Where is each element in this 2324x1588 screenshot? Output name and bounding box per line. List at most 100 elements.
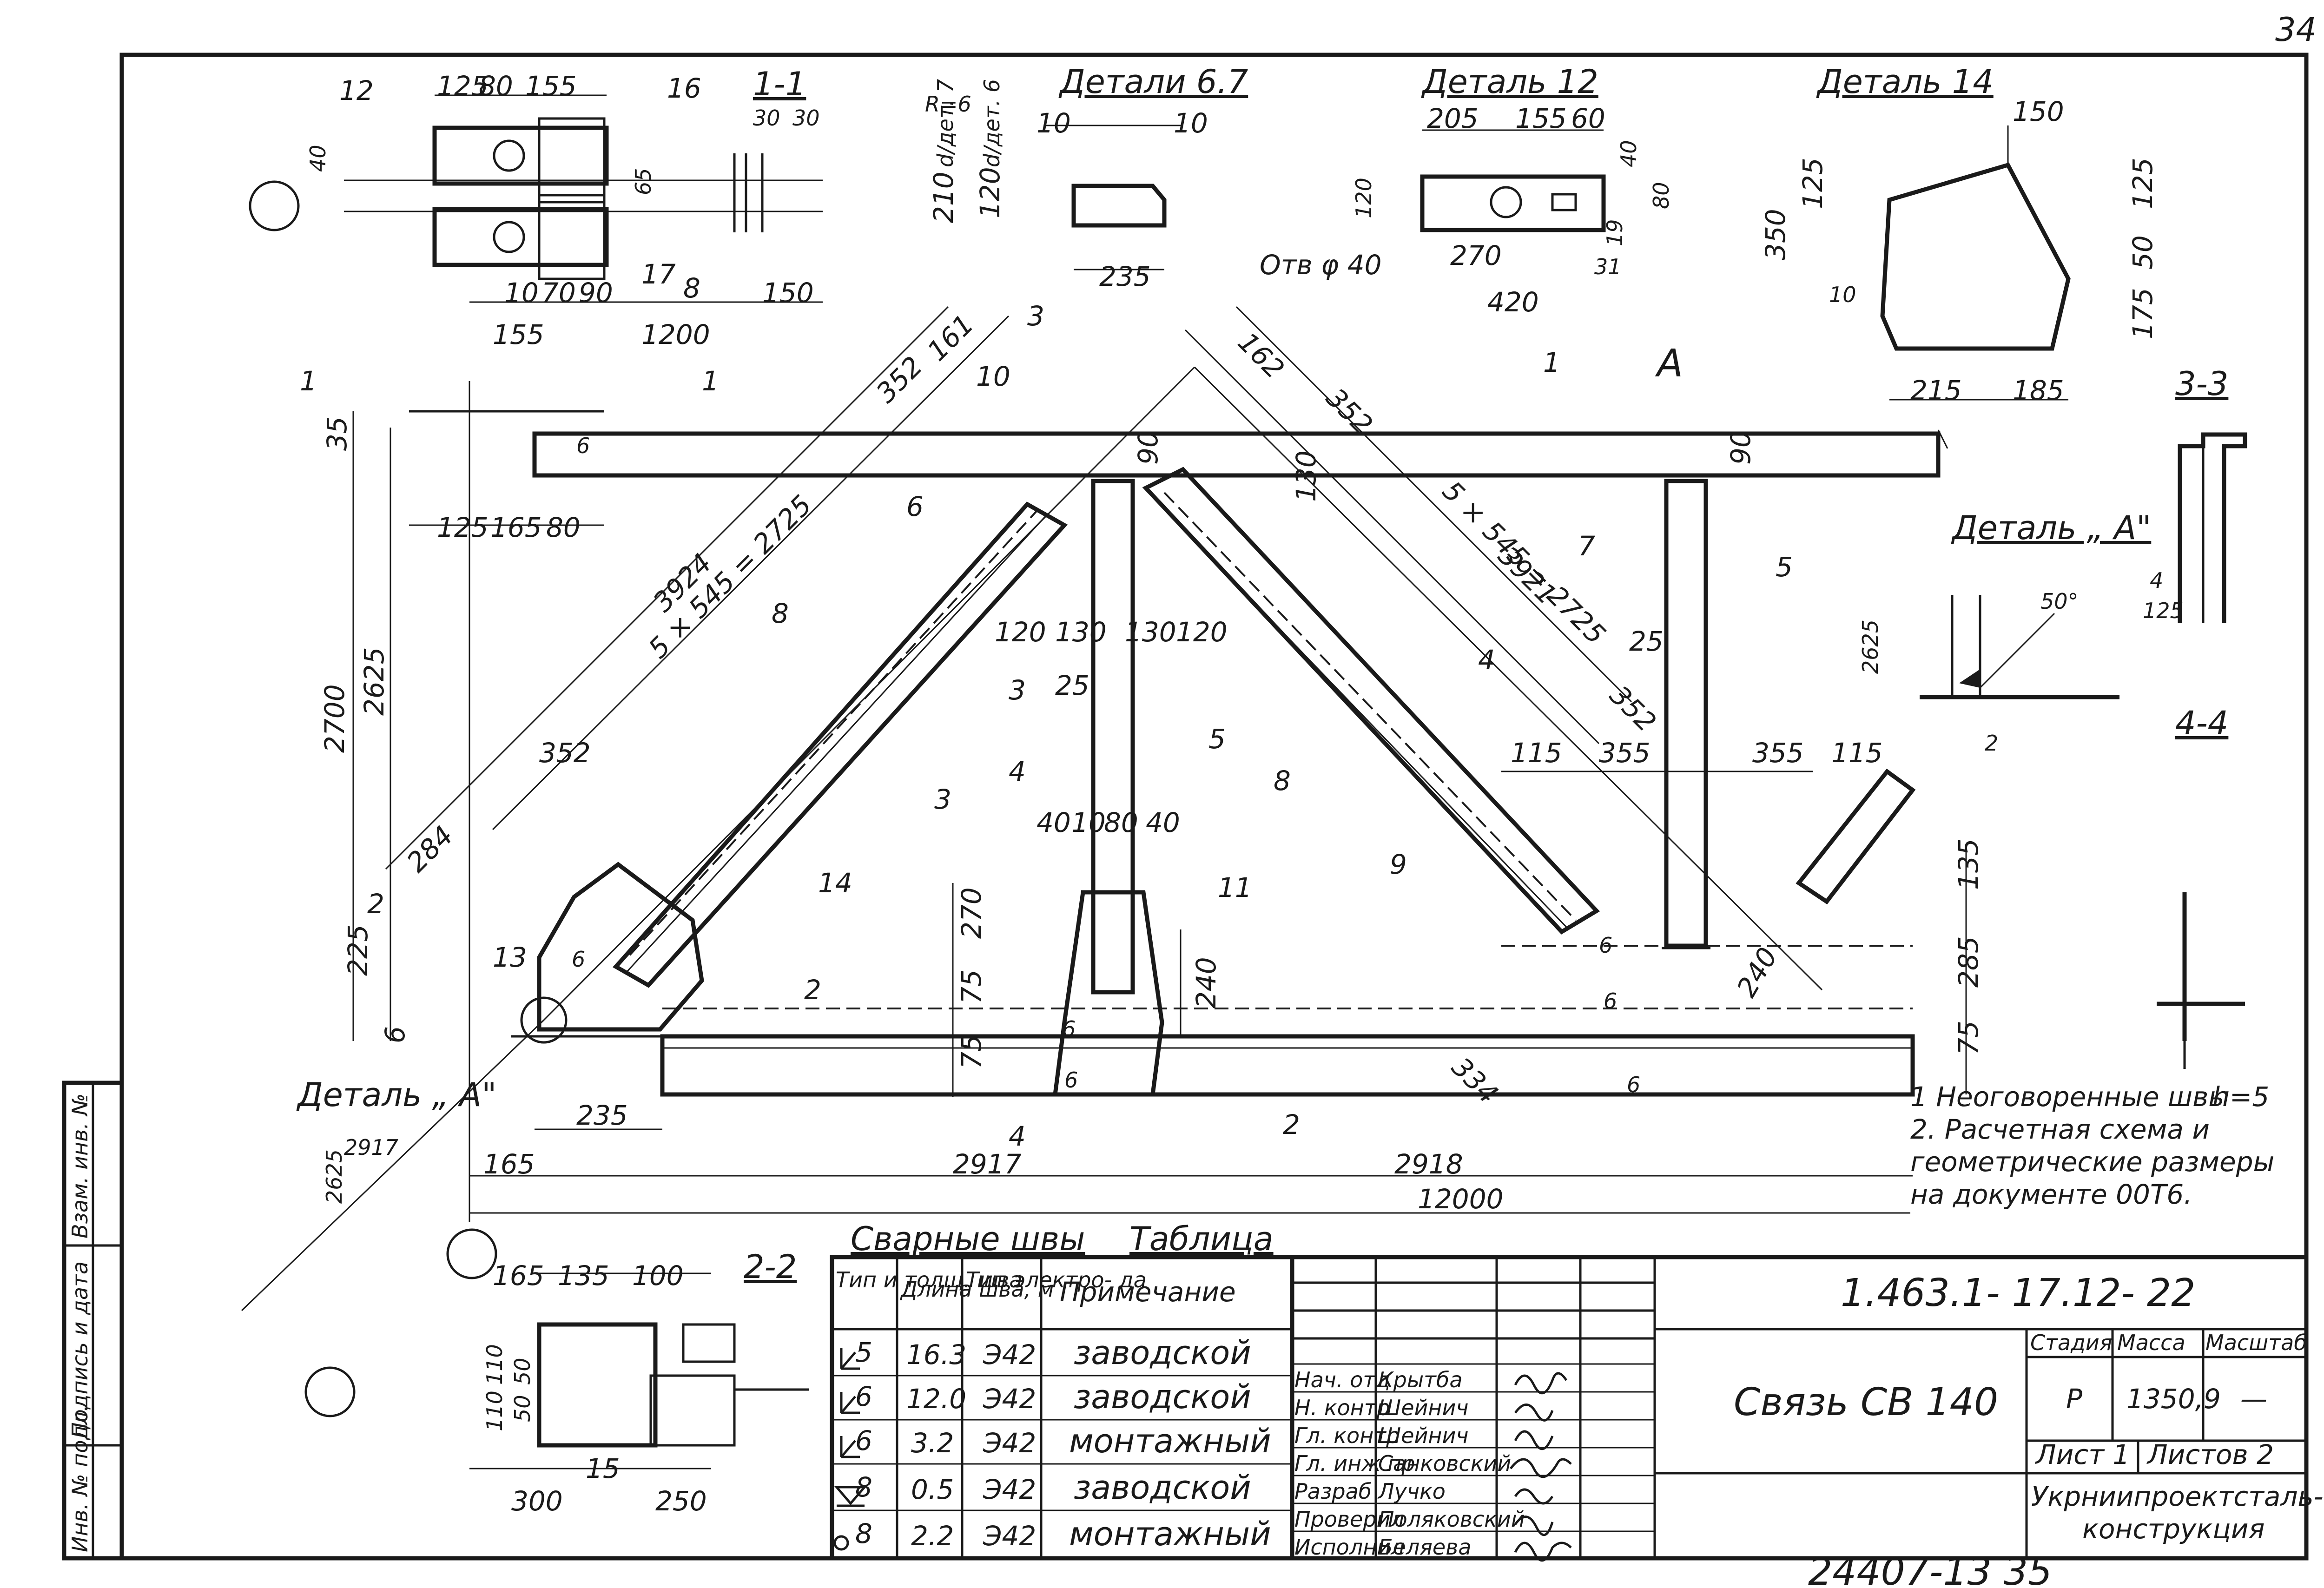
tb-sheet: Лист 1 xyxy=(2035,1439,2130,1470)
dA-dim-2625: 2625 xyxy=(1858,619,1883,674)
dim-l6: 6 xyxy=(379,1026,411,1043)
dim-2625-a: 2625 xyxy=(322,1149,347,1204)
dim-b125: 125 xyxy=(437,512,489,543)
title-block xyxy=(1290,1255,2309,1561)
tb-head-mass: Масса xyxy=(2117,1330,2185,1355)
dA-dim-50: 50° xyxy=(2040,589,2079,614)
right-diagonal xyxy=(1142,467,1600,935)
d67-dim-210: 210 xyxy=(928,171,959,223)
weld-6-b: 6 xyxy=(1064,1067,1078,1093)
d12-title: Деталь 12 xyxy=(1421,63,1598,101)
dim-c90b: 90 xyxy=(1725,430,1756,465)
document-code: 1.463.1- 17.12- 22 xyxy=(1841,1271,2195,1315)
top-dim-10: 10 xyxy=(504,277,539,309)
weld-6-c: 6 xyxy=(1604,988,1617,1014)
d12-dim-270: 270 xyxy=(1450,240,1502,271)
mark-2: 2 xyxy=(1283,1109,1300,1140)
mark-8b: 8 xyxy=(1274,765,1291,797)
mark-16: 16 xyxy=(667,72,701,104)
dim-r355b: 355 xyxy=(1752,737,1804,769)
stamp-inv: Инв. № подл. xyxy=(67,1405,92,1552)
dim-m270: 270 xyxy=(956,887,987,939)
staff-role-7: Исполнил xyxy=(1294,1535,1405,1560)
top-dim-90: 90 xyxy=(579,277,613,309)
mark-5b: 5 xyxy=(1776,551,1793,583)
dim-m240a: 240 xyxy=(1190,957,1222,1008)
s22-dim-110a: 110 xyxy=(482,1344,507,1385)
dim-c130c: 130 xyxy=(1290,450,1322,502)
dim-c130b: 130 xyxy=(1125,616,1176,648)
dim-352-d: 352 xyxy=(1604,679,1662,738)
top-dim-155a: 155 xyxy=(525,70,577,102)
s22-dim-100: 100 xyxy=(632,1260,684,1291)
detail-a-title: Деталь „ А" xyxy=(1951,509,2151,547)
detail-12 xyxy=(1420,129,1606,232)
dim-r355a: 355 xyxy=(1599,737,1651,769)
dim-half-left: 2917 xyxy=(953,1148,1022,1180)
dim-334: 334 xyxy=(1446,1051,1504,1110)
weld-row1-length: 16.3 xyxy=(906,1339,966,1371)
mark-10: 10 xyxy=(976,361,1010,392)
stamp-repl: Взам. инв. № xyxy=(67,1094,92,1239)
dim-r115b: 115 xyxy=(1831,737,1883,769)
section-4-4 xyxy=(2157,892,2245,1069)
binding-hole-mid xyxy=(446,1228,497,1279)
tb-org-1: Укрниипроектсталь- xyxy=(2031,1481,2324,1512)
weld-row4-note: заводской xyxy=(1074,1469,1251,1507)
dim-b80: 80 xyxy=(546,512,581,543)
weld-6-d: 6 xyxy=(1599,933,1612,958)
dim-c130a: 130 xyxy=(1055,616,1107,648)
weld-row3-electrode: Э42 xyxy=(983,1427,1036,1459)
tb-head-stage: Стадия xyxy=(2030,1330,2112,1355)
weld-row2-note: заводской xyxy=(1074,1378,1251,1416)
dim-total: 12000 xyxy=(1418,1183,1504,1215)
s22-dim-50b: 50 xyxy=(510,1395,535,1422)
dim-left-165: 165 xyxy=(483,1148,535,1180)
weld-th-note: Примечание xyxy=(1060,1276,1236,1308)
dim-352-b: 352 xyxy=(539,737,591,769)
view-a-marker: А xyxy=(1655,342,1683,386)
staff-name-1: Крытба xyxy=(1378,1367,1463,1392)
s33-dim-4: 4 xyxy=(2150,568,2163,593)
binding-hole-bot xyxy=(304,1366,356,1417)
staff-role-6: Проверил xyxy=(1294,1507,1404,1532)
d67-dim-10a: 10 xyxy=(1037,107,1071,139)
dim-2700: 2700 xyxy=(319,684,350,753)
sec-44-title: 4-4 xyxy=(2175,704,2228,742)
d67-dim-det7: d/дет. 7 xyxy=(933,79,958,167)
d14-dim-350: 350 xyxy=(1760,209,1791,260)
d67-dim-R: R=6 xyxy=(925,92,971,117)
dim-c90a: 90 xyxy=(1132,430,1164,465)
d12-dim-31: 31 xyxy=(1594,254,1622,279)
s11-dim-40: 40 xyxy=(305,145,330,172)
cut-3-bot: 3 xyxy=(1009,674,1026,706)
s11-dim-30a: 30 xyxy=(753,105,780,131)
cut-4-top: 4 xyxy=(1009,756,1026,787)
top-dim-1200: 1200 xyxy=(641,319,710,350)
top-dim-80: 80 xyxy=(479,70,513,102)
staff-name-5: Лучко xyxy=(1377,1479,1446,1504)
mark-1: 1 xyxy=(1543,347,1560,378)
cut-2-right: 2 xyxy=(804,974,821,1006)
d14-dim-125a: 125 xyxy=(1797,158,1829,209)
d14-dim-175: 175 xyxy=(2127,288,2159,339)
detail-14 xyxy=(1880,125,2071,401)
d14-dim-215: 215 xyxy=(1910,375,1962,406)
top-node-view xyxy=(344,94,823,303)
dim-r75: 75 xyxy=(1953,1021,1984,1055)
weld-row2-length: 12.0 xyxy=(906,1383,966,1415)
s22-dim-300: 300 xyxy=(511,1485,563,1517)
tb-org-2: конструкция xyxy=(2082,1513,2265,1545)
dim-m80: 80 xyxy=(1104,807,1138,838)
dim-half-right: 2918 xyxy=(1394,1148,1463,1180)
d14-title: Деталь 14 xyxy=(1816,63,1994,101)
weld-row2-type: 6 xyxy=(855,1381,872,1412)
staff-role-5: Разраб xyxy=(1294,1479,1372,1504)
note-2a: 2. Расчетная схема и xyxy=(1910,1114,2210,1145)
weld-6-g: 6 xyxy=(1062,1016,1076,1041)
stamp-sign: Подпись и дата xyxy=(67,1261,92,1438)
dim-b165: 165 xyxy=(490,512,542,543)
weld-th-type: Тип и толщ. шва xyxy=(836,1267,1023,1292)
top-dim-155b: 155 xyxy=(493,319,544,350)
